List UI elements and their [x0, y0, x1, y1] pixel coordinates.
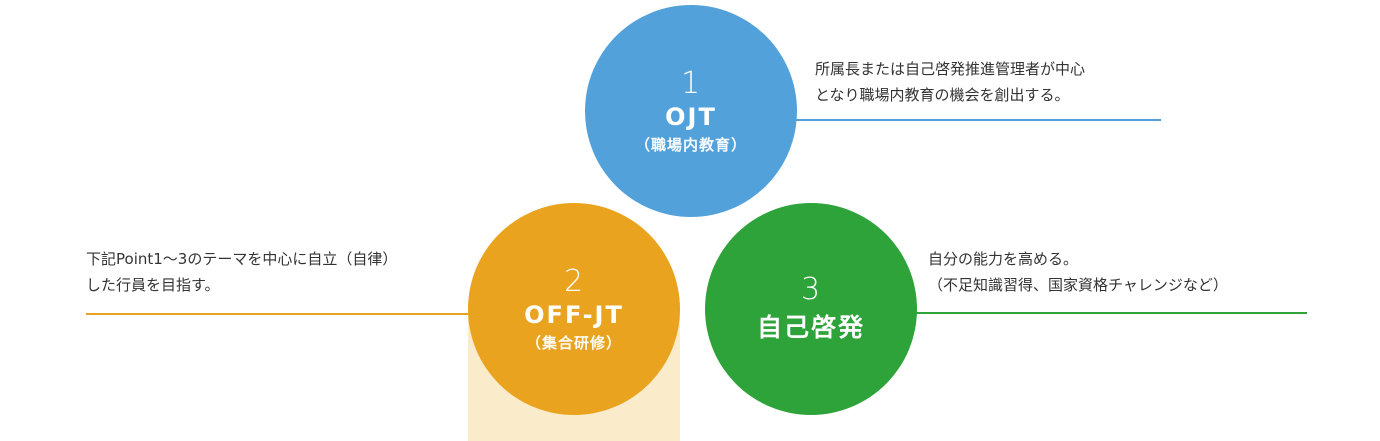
connector-line-offjt	[86, 313, 471, 315]
circle-ojt-subtitle: （職場内教育）	[634, 135, 747, 154]
description-offjt-line-2: した行員を目指す。	[86, 276, 220, 294]
description-ojt-line-2: となり職場内教育の機会を創出する。	[815, 86, 1070, 104]
description-self-development-line-2: （不足知識習得、国家資格チャレンジなど）	[928, 276, 1228, 294]
circle-ojt: 1 OJT （職場内教育）	[585, 5, 797, 217]
circle-self-development-title: 自己啓発	[756, 313, 865, 342]
connector-line-ojt	[795, 119, 1161, 121]
description-self-development-line-1: 自分の能力を高める。	[928, 250, 1079, 268]
circle-offjt-title: OFF-JT	[524, 300, 624, 329]
description-offjt: 下記Point1～3のテーマを中心に自立（自律） した行員を目指す。	[86, 246, 397, 298]
circle-offjt-subtitle: （集合研修）	[525, 333, 622, 352]
circle-offjt-number: 2	[563, 263, 585, 299]
connector-line-self-development	[905, 312, 1307, 314]
circle-self-development-number: 3	[800, 272, 822, 307]
circle-self-development: 3 自己啓発	[705, 203, 917, 415]
description-offjt-line-1: 下記Point1～3のテーマを中心に自立（自律）	[86, 250, 398, 268]
description-self-development: 自分の能力を高める。 （不足知識習得、国家資格チャレンジなど）	[928, 246, 1228, 298]
circle-offjt: 2 OFF-JT （集合研修）	[468, 203, 680, 415]
description-ojt-line-1: 所属長または自己啓発推進管理者が中心	[815, 60, 1086, 78]
circle-ojt-title: OJT	[665, 102, 717, 131]
description-ojt: 所属長または自己啓発推進管理者が中心 となり職場内教育の機会を創出する。	[815, 56, 1085, 108]
circle-ojt-number: 1	[680, 65, 702, 101]
